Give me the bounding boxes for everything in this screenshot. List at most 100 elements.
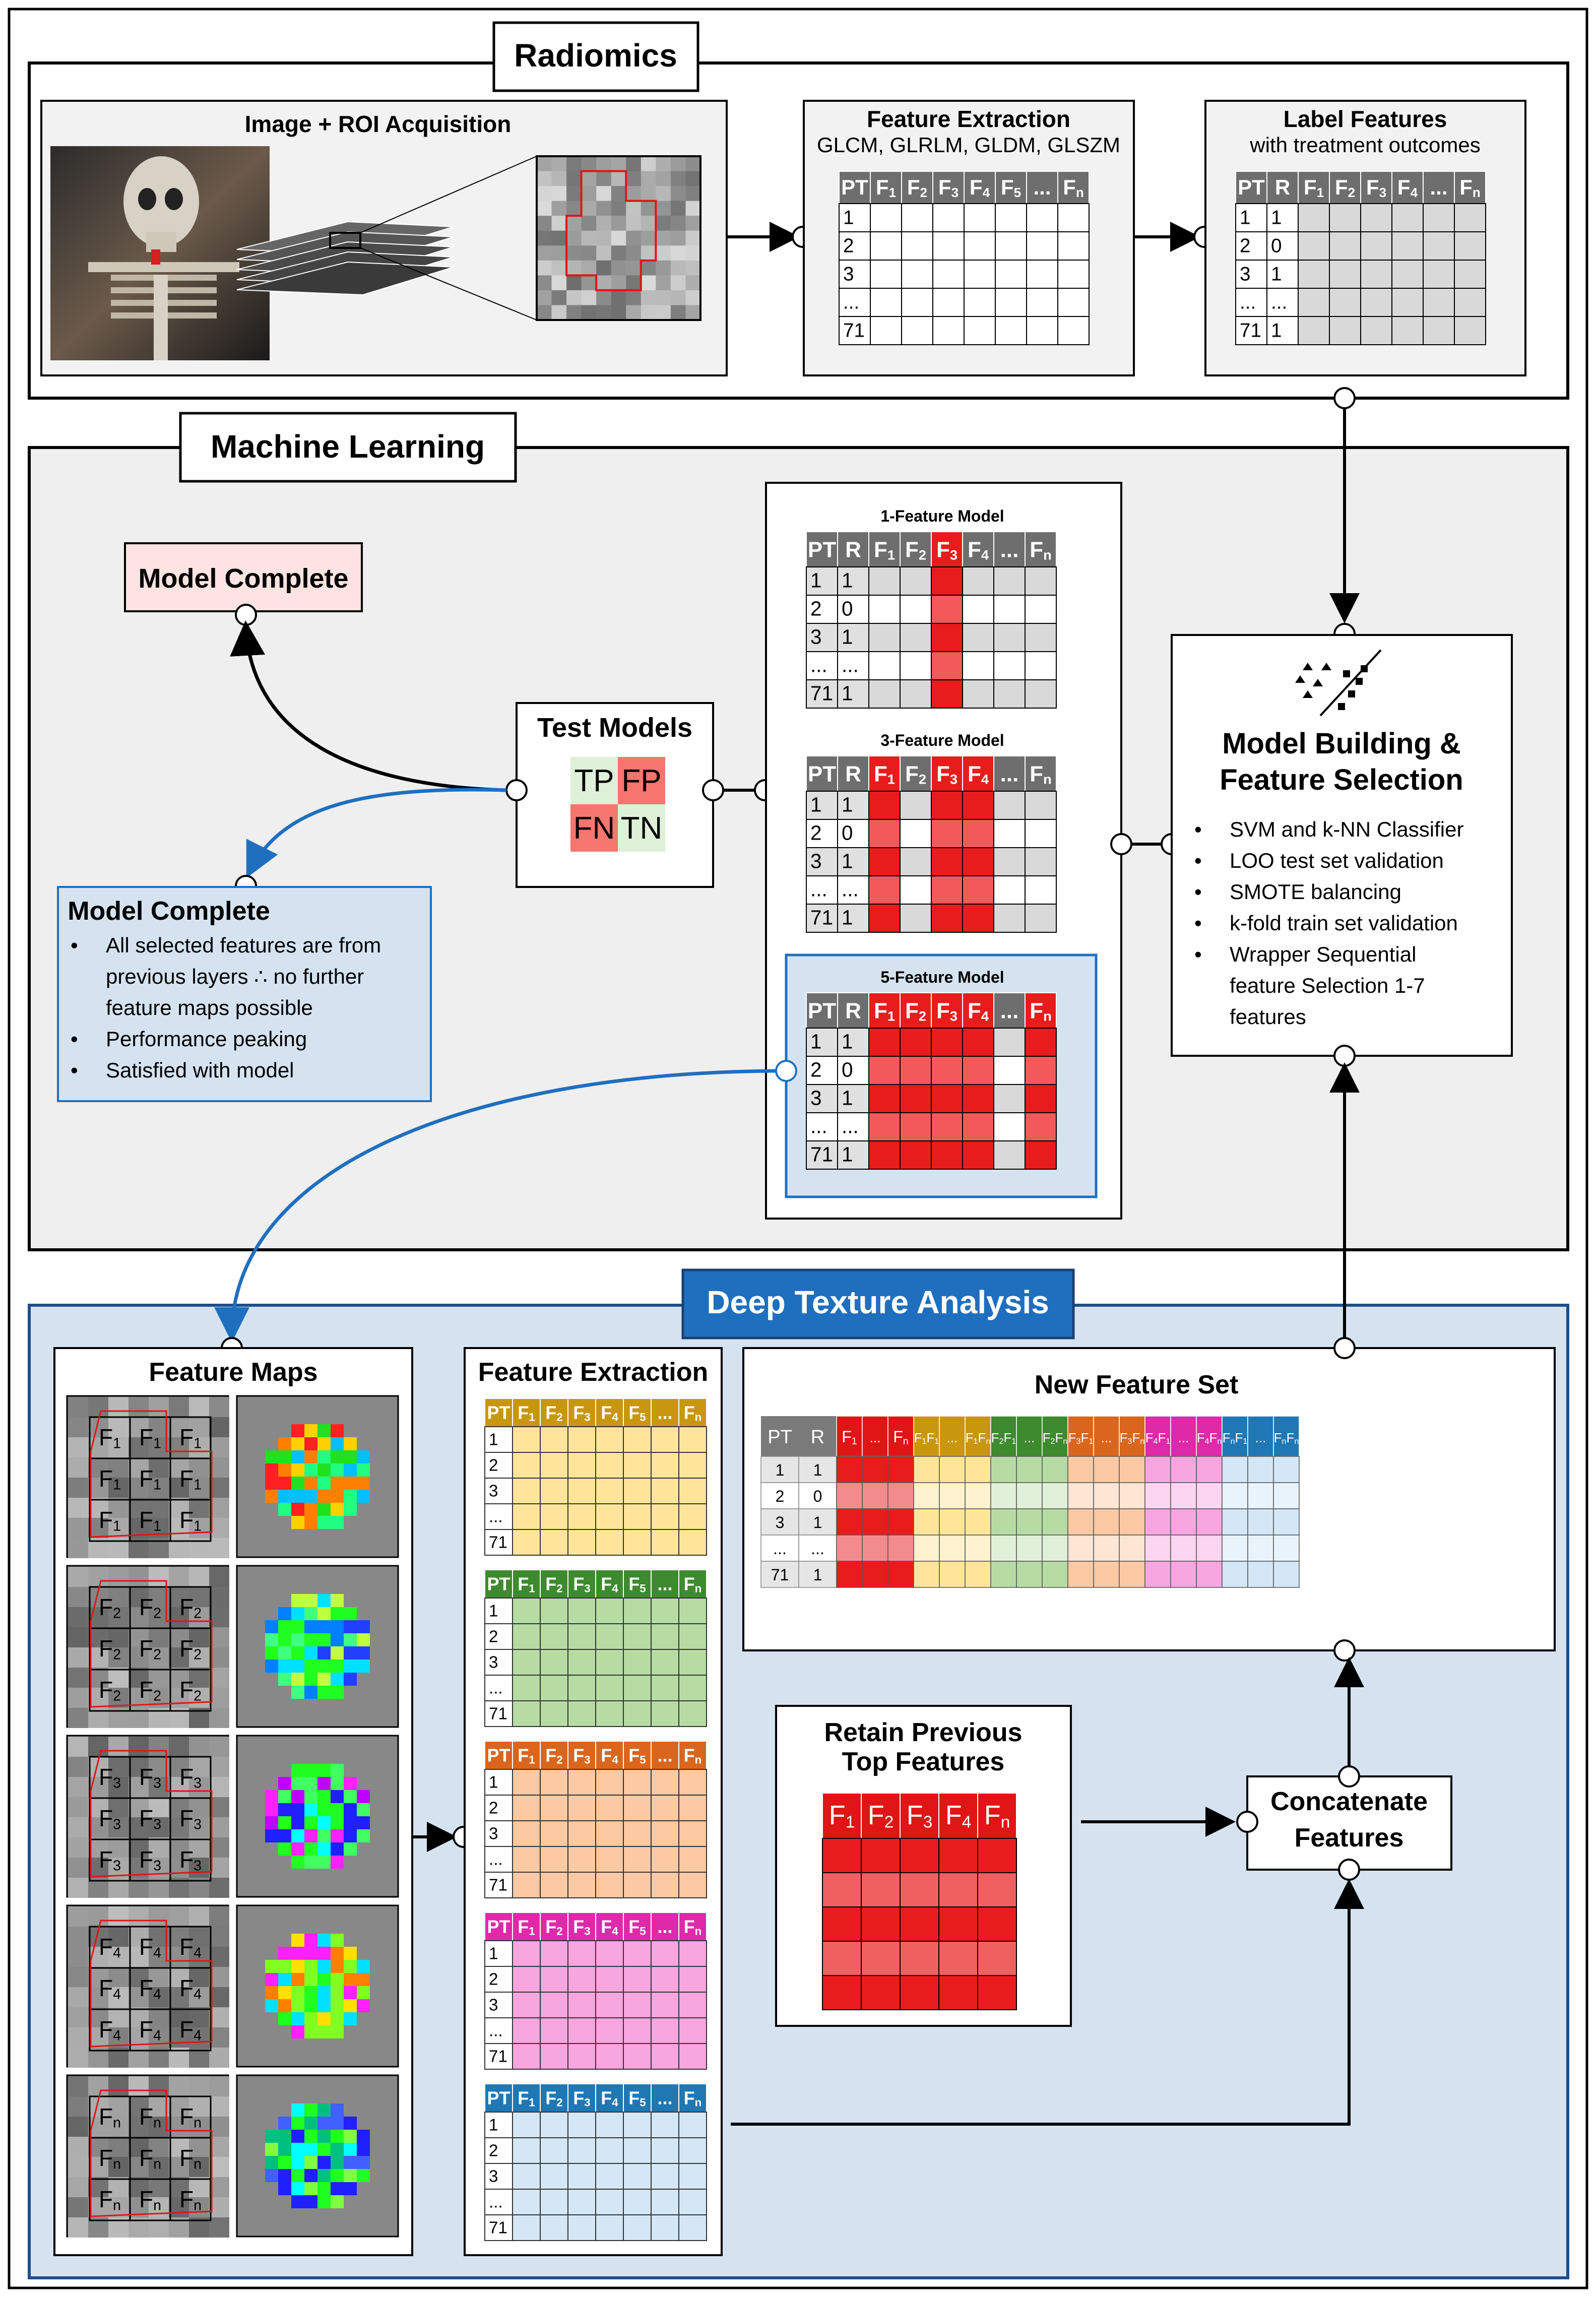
table-cell [678,2163,707,2190]
roi-pixel [670,290,686,306]
header-label: ... [870,1430,881,1445]
table-cell [1119,1561,1145,1588]
label-sub: 4 [153,1987,161,2003]
gray-pixel [189,1417,209,1437]
roi-pixel [611,171,627,187]
color-pixel [265,1620,278,1633]
header-label: R [1275,175,1290,199]
table-cell [484,2017,513,2044]
header-label: ... [1101,1430,1112,1445]
table-cell [678,2214,707,2241]
roi-pixel [537,201,552,217]
cell-value: 3 [489,1996,498,2015]
label-part: F [99,1635,113,1662]
gray-pixel [129,1647,149,1668]
label-part: F [628,1573,640,1594]
cell-value: 0 [842,597,853,620]
table-cell [651,2163,679,2190]
header-label: F3 [99,1805,121,1833]
gray-pixel [108,1757,129,1777]
label-part: F [179,2103,194,2130]
roi-pixel [581,201,597,217]
label-part: F [1030,761,1043,786]
cell-value: 3 [489,1482,498,1501]
table-cell [901,231,933,261]
gray-pixel [189,1457,209,1478]
table-cell [623,1966,652,1993]
color-pixel [304,1790,317,1803]
roi-pixel [596,245,612,261]
table-cell [595,1623,624,1650]
table-cell [651,1503,679,1530]
label-part: F [139,1635,153,1662]
roi-pixel [551,260,567,276]
header-label: F4Fn [1197,1430,1222,1446]
color-pixel [291,2169,304,2182]
table-cell [931,791,963,820]
gray-pixel [189,1567,209,1587]
header-label: Fn [684,1402,702,1423]
table-cell [1298,288,1330,317]
cell-value: 1 [810,1030,822,1053]
color-pixel [317,1607,331,1620]
feature-maps-title: Feature Maps [149,1358,317,1387]
table-cell [931,651,963,680]
color-pixel [291,1450,304,1463]
color-pixel [331,2103,344,2117]
gray-pixel [129,1817,149,1837]
table-cell [1391,260,1424,289]
header-label: F4 [139,1934,161,1961]
label-part: F [874,998,887,1023]
header-label: Fn [1030,761,1052,787]
color-pixel [344,1633,357,1646]
roi-pixel [537,156,552,172]
table-cell [651,1623,679,1650]
table-cell [931,566,963,596]
table-cell [931,904,963,933]
header-label: F2 [99,1635,121,1663]
gray-pixel [209,1878,229,1898]
gray-pixel [169,1587,189,1607]
gray-pixel [68,1737,88,1757]
table-cell [995,203,1027,232]
table-cell [806,1140,838,1170]
color-pixel [304,1673,317,1686]
table-cell [900,679,932,709]
gray-pixel [108,1478,129,1498]
roi-outline [90,1750,213,1878]
label-sub: n [1294,1437,1299,1446]
header-cell [799,1416,837,1456]
label-part: F [1197,1430,1205,1445]
table-cell [1222,1456,1248,1483]
color-pixel [357,1803,370,1816]
label-part: F [874,761,887,786]
table-cell [623,1675,652,1701]
color-pixel [344,2117,357,2130]
table-cell [651,2043,679,2070]
table-cell [900,819,932,848]
gray-pixel [88,1457,108,1478]
header-cell [623,1569,652,1599]
table-cell [540,2017,568,2044]
table-cell [567,1992,596,2018]
table-cell [1042,1508,1068,1536]
label-sub: 5 [640,1754,646,1766]
gray-pixel [108,1457,129,1478]
header-label: F4 [601,2087,618,2109]
header-cell [990,1416,1017,1457]
label-part: F [99,1764,113,1790]
roi-pixel [551,201,567,217]
fp-label: FP [621,763,661,798]
header-label: F5 [628,1402,646,1423]
table-cell [868,875,901,905]
table-cell [678,1872,707,1898]
color-pixel [357,1490,370,1503]
label-sub: 5 [640,2096,646,2109]
gray-pixel [169,1777,189,1797]
header-label: F4 [601,1402,618,1423]
gray-pixel [129,1417,149,1437]
label-part: F [1287,1430,1295,1445]
bullet-text: Performance peaking [106,1027,307,1051]
label-sub: 2 [194,1606,202,1622]
